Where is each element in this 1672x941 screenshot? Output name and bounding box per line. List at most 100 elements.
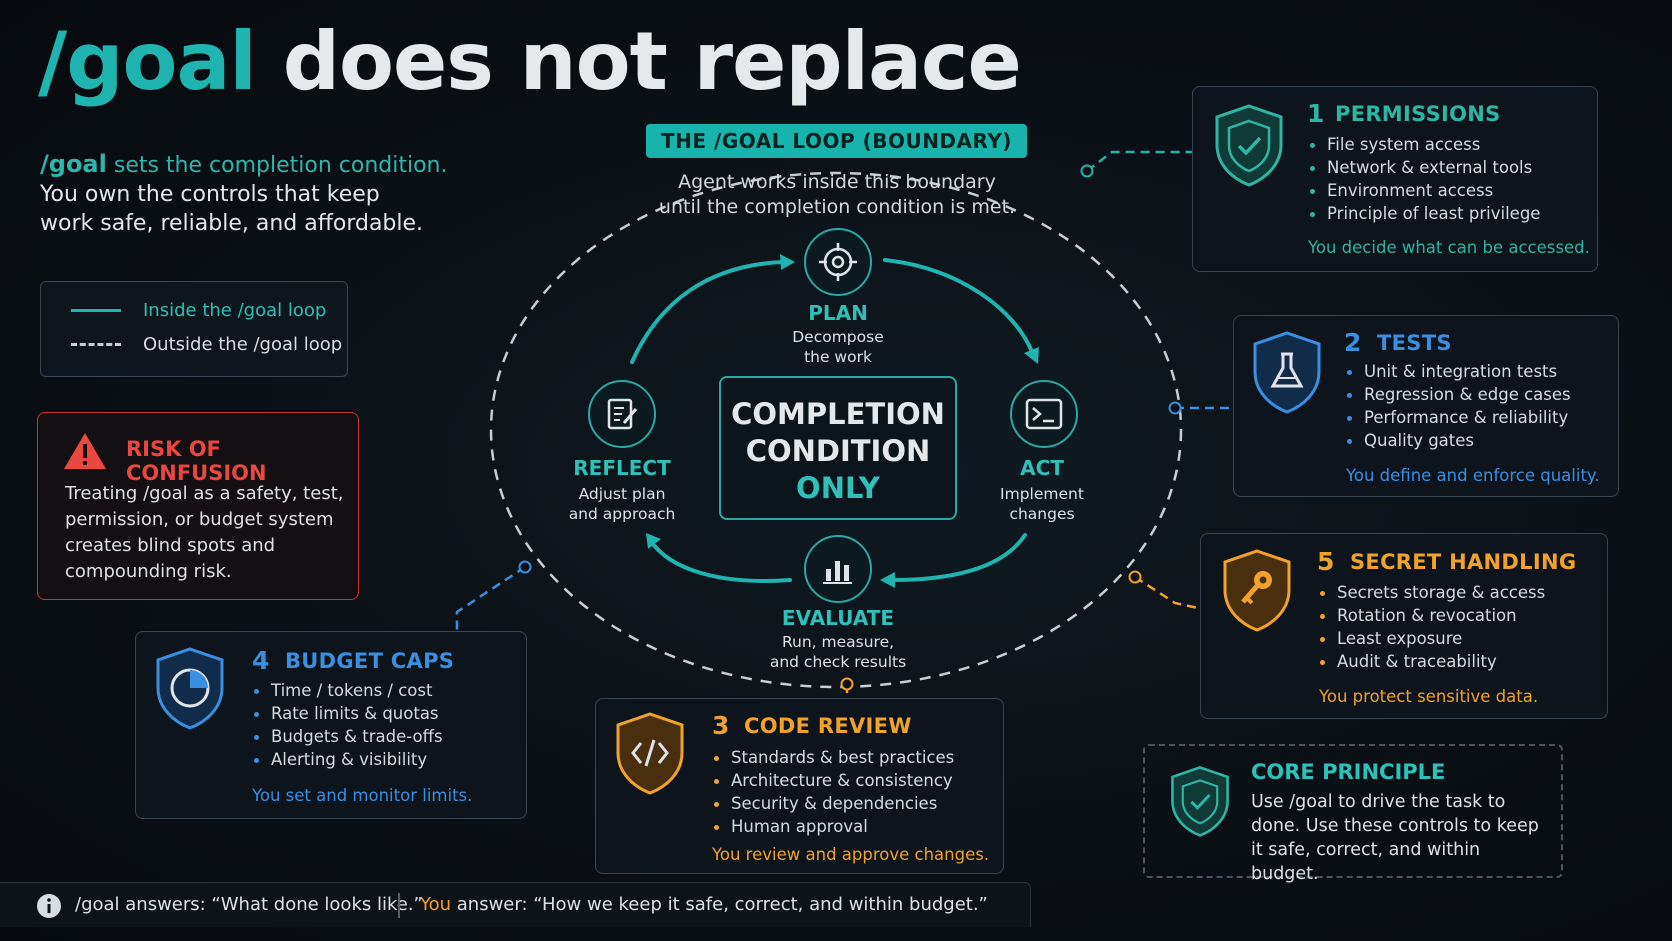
secrets-number: 5	[1317, 547, 1335, 576]
bottom-summary-bar: /goal answers: “What done looks like.” Y…	[0, 882, 1031, 927]
list-item: Rate limits & quotas	[251, 702, 443, 725]
plan-desc1: Decompose	[792, 328, 884, 346]
goal-loop-sub1: Agent works inside this boundary	[678, 171, 996, 193]
arrow-reflect-to-plan	[630, 260, 785, 364]
reflect-label: REFLECT	[573, 456, 671, 480]
arrowhead-reflect	[646, 533, 661, 549]
core-principle-body: Use /goal to drive the task to done. Use…	[1251, 792, 1539, 884]
plan-desc: Decompose the work	[776, 327, 900, 367]
dashed-line-swatch	[71, 343, 121, 346]
warning-icon	[64, 433, 106, 469]
intro-line1: sets the completion condition.	[106, 153, 448, 178]
tests-card: 2 TESTS Unit & integration tests Regress…	[1233, 315, 1619, 497]
list-item: Secrets storage & access	[1317, 581, 1545, 604]
permissions-list: File system access Network & external to…	[1307, 133, 1540, 225]
list-item: Audit & traceability	[1317, 650, 1545, 673]
legend-outside-label: Outside the /goal loop	[143, 334, 343, 355]
risk-body: Treating /goal as a safety, test, permis…	[65, 483, 344, 582]
solid-line-swatch	[71, 309, 121, 312]
terminal-icon	[1025, 398, 1063, 430]
act-label: ACT	[1020, 456, 1064, 480]
info-icon	[37, 894, 61, 918]
budget-title: BUDGET CAPS	[285, 649, 455, 673]
tests-list: Unit & integration tests Regression & ed…	[1344, 360, 1571, 452]
edit-note-icon	[607, 398, 638, 430]
goal-loop-sub2: until the completion condition is met.	[658, 196, 1016, 218]
evaluate-node	[804, 535, 872, 603]
evaluate-desc2: and check results	[769, 653, 907, 671]
permissions-card: 1 PERMISSIONS File system access Network…	[1192, 86, 1598, 272]
secret-handling-card: 5 SECRET HANDLING Secrets storage & acce…	[1200, 533, 1608, 719]
arrowhead-plan	[780, 254, 795, 270]
bottom-goal-answer: /goal answers: “What done looks like.”	[75, 894, 423, 915]
risk-title: RISK OF CONFUSION	[126, 437, 267, 485]
secrets-footer: You protect sensitive data.	[1319, 687, 1539, 706]
arrow-plan-to-act	[883, 258, 1034, 354]
goal-loop-boundary	[489, 171, 1183, 689]
connector-secrets	[1134, 575, 1199, 610]
tests-title: TESTS	[1377, 331, 1452, 355]
tests-footer: You define and enforce quality.	[1346, 466, 1600, 485]
budget-caps-card: 4 BUDGET CAPS Time / tokens / cost Rate …	[135, 631, 527, 819]
risk-of-confusion-box: RISK OF CONFUSION Treating /goal as a sa…	[37, 412, 359, 600]
legend: Inside the /goal loop Outside the /goal …	[40, 281, 348, 377]
plan-node	[804, 228, 872, 296]
goal-loop-label: THE /GOAL LOOP (BOUNDARY)	[646, 124, 1027, 158]
code-review-card: 3 CODE REVIEW Standards & best practices…	[595, 698, 1004, 874]
list-item: Time / tokens / cost	[251, 679, 443, 702]
center-line3: ONLY	[796, 471, 880, 505]
list-item: Principle of least privilege	[1307, 202, 1540, 225]
bottom-you-text: answer: “How we keep it safe, correct, a…	[451, 894, 988, 915]
list-item: Unit & integration tests	[1344, 360, 1571, 383]
connector-permissions	[1086, 150, 1192, 172]
plan-label: PLAN	[808, 301, 868, 325]
shield-check-icon	[1171, 766, 1229, 837]
bottom-you-answer: You answer: “How we keep it safe, correc…	[420, 894, 988, 915]
list-item: Human approval	[711, 815, 954, 838]
bottom-separator	[398, 893, 400, 918]
pie-shield-icon	[156, 647, 224, 730]
list-item: Rotation & revocation	[1317, 604, 1545, 627]
arrowhead-act	[1024, 347, 1039, 364]
shield-check-icon	[1215, 104, 1283, 187]
reflect-desc1: Adjust plan	[578, 485, 666, 503]
code-shield-icon	[616, 712, 684, 795]
list-item: Environment access	[1307, 179, 1540, 202]
evaluate-label: EVALUATE	[781, 606, 895, 630]
completion-condition-box: COMPLETION CONDITION ONLY	[719, 376, 957, 520]
arrow-act-to-evaluate	[890, 533, 1027, 582]
code-review-number: 3	[712, 711, 730, 740]
target-icon	[819, 243, 857, 281]
reflect-node	[588, 380, 656, 448]
bottom-you: You	[420, 894, 452, 915]
goal-loop-subtitle: Agent works inside this boundary until t…	[630, 170, 1044, 220]
code-review-footer: You review and approve changes.	[712, 845, 990, 864]
arrow-evaluate-to-reflect	[648, 538, 792, 583]
budget-footer: You set and monitor limits.	[252, 786, 473, 805]
permissions-number: 1	[1307, 99, 1325, 128]
intro-command: /goal	[40, 150, 107, 178]
permissions-footer: You decide what can be accessed.	[1308, 238, 1590, 257]
act-desc1: Implement	[1000, 485, 1084, 503]
list-item: Budgets & trade-offs	[251, 725, 443, 748]
center-line2: CONDITION	[745, 434, 931, 468]
bar-chart-icon	[823, 561, 852, 584]
legend-outside: Outside the /goal loop	[71, 334, 342, 355]
page-title: /goal does not replace	[38, 22, 1022, 102]
secrets-list: Secrets storage & access Rotation & revo…	[1317, 581, 1545, 673]
list-item: Network & external tools	[1307, 156, 1540, 179]
intro-line3: work safe, reliable, and affordable.	[40, 211, 424, 236]
intro-line2: You own the controls that keep	[40, 182, 380, 207]
plan-desc2: the work	[804, 348, 872, 366]
list-item: Quality gates	[1344, 429, 1571, 452]
act-node	[1010, 380, 1078, 448]
tests-number: 2	[1344, 328, 1362, 357]
core-principle-box: CORE PRINCIPLE Use /goal to drive the ta…	[1143, 744, 1563, 884]
legend-inside-label: Inside the /goal loop	[143, 300, 327, 321]
connector-budget	[455, 565, 526, 632]
list-item: Performance & reliability	[1344, 406, 1571, 429]
intro-text: /goal sets the completion condition. You…	[40, 150, 460, 238]
